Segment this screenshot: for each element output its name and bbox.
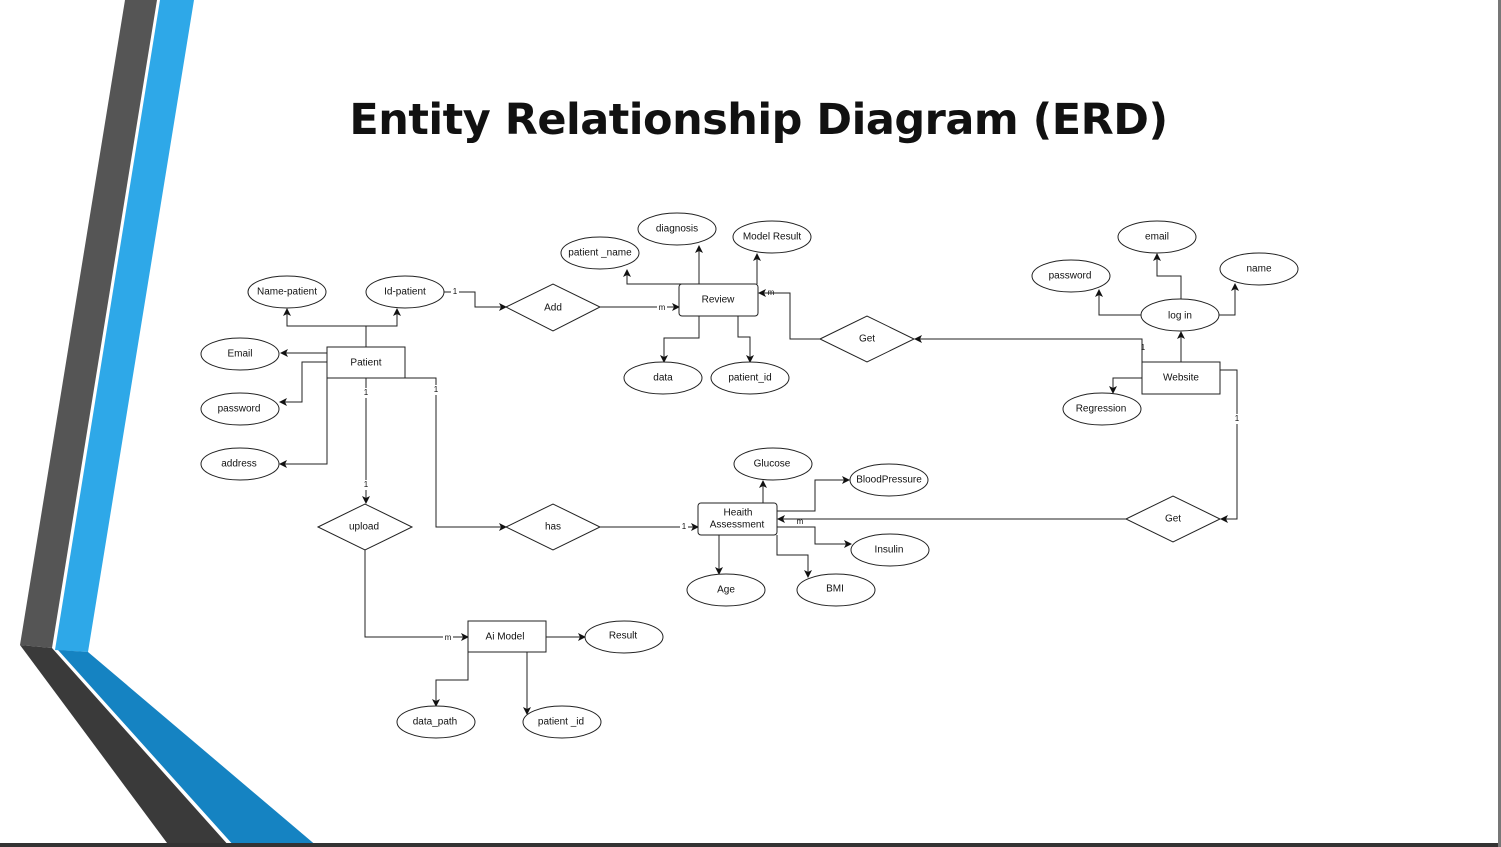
attribute-label: password — [1049, 271, 1092, 282]
entity-ai-model[interactable]: Ai Model — [467, 620, 547, 653]
attribute-label: data_path — [413, 717, 458, 728]
slide-title: Entity Relationship Diagram (ERD) — [349, 95, 1168, 145]
dark-gray-stripe — [20, 0, 157, 648]
attribute-label: diagnosis — [656, 224, 698, 235]
relationship-has[interactable]: has — [504, 503, 602, 551]
attribute-label: Insulin — [875, 545, 904, 556]
attribute-insulin[interactable]: Insulin — [850, 533, 930, 567]
attribute-label: BloodPressure — [856, 475, 922, 486]
relationship-get-health[interactable]: Get — [1124, 495, 1222, 543]
cardinality-label: m — [768, 288, 775, 297]
attribute-email[interactable]: Email — [200, 337, 280, 371]
cardinality-label: m — [659, 303, 666, 312]
attribute-label: name — [1246, 264, 1271, 275]
cardinality-label: m — [445, 633, 452, 642]
attribute-web-name[interactable]: name — [1219, 252, 1299, 286]
entity-label: Review — [702, 295, 736, 306]
right-border — [1498, 0, 1501, 847]
attribute-label: Id-patient — [384, 287, 426, 298]
attribute-label: Model Result — [743, 232, 802, 243]
attribute-bmi[interactable]: BMI — [796, 573, 876, 607]
attribute-log-in[interactable]: log in — [1140, 298, 1220, 332]
relationship-label: Get — [1165, 514, 1181, 525]
relationship-label: Get — [859, 334, 875, 345]
cardinality-label: 1 — [1141, 343, 1146, 352]
attribute-label: password — [218, 404, 261, 415]
attribute-name-patient[interactable]: Name-patient — [247, 275, 327, 309]
entity-review[interactable]: Review — [678, 283, 759, 317]
cardinality-label: 1 — [364, 388, 369, 397]
attribute-result[interactable]: Result — [584, 620, 664, 654]
entity-label: Website — [1163, 373, 1199, 384]
connectors — [279, 245, 1239, 715]
entity-patient[interactable]: Patient — [326, 346, 406, 379]
attribute-review-patient-id[interactable]: patient_id — [710, 361, 790, 395]
blue-bottom-wedge — [58, 650, 318, 847]
entity-website[interactable]: Website — [1141, 361, 1221, 395]
relationship-label: has — [545, 522, 561, 533]
attribute-label: patient_id — [728, 373, 771, 384]
cardinality-label: 1 — [453, 287, 458, 296]
attribute-id-patient[interactable]: Id-patient — [365, 275, 445, 309]
relationship-upload[interactable]: upload — [316, 503, 414, 551]
entity-label: Heaith — [724, 508, 753, 519]
attribute-label: Email — [227, 349, 252, 360]
blue-stripe — [55, 0, 194, 652]
entity-label: Patient — [350, 358, 381, 369]
attribute-password[interactable]: password — [200, 392, 280, 426]
attribute-blood-pressure[interactable]: BloodPressure — [849, 463, 929, 497]
attribute-label: data — [653, 373, 673, 384]
relationship-add[interactable]: Add — [504, 283, 602, 332]
cardinality-label: 1 — [434, 385, 439, 394]
attribute-model-result[interactable]: Model Result — [732, 220, 812, 254]
cardinality-label: m — [797, 517, 804, 526]
attribute-review-data[interactable]: data — [623, 361, 703, 395]
attribute-web-email[interactable]: email — [1117, 220, 1197, 254]
attribute-label: BMI — [826, 584, 844, 595]
attribute-address[interactable]: address — [200, 447, 280, 481]
relationship-label: Add — [544, 303, 562, 314]
attribute-label: Name-patient — [257, 287, 317, 298]
attribute-label: Age — [717, 585, 735, 596]
attribute-label: Regression — [1076, 404, 1127, 415]
dark-bottom-wedge — [20, 645, 230, 847]
attribute-label: email — [1145, 232, 1169, 243]
attribute-label: log in — [1168, 311, 1192, 322]
attribute-regression[interactable]: Regression — [1062, 392, 1142, 426]
attribute-label: address — [221, 459, 257, 470]
attribute-label: patient _id — [538, 717, 584, 728]
attribute-label: Glucose — [754, 459, 791, 470]
attribute-diagnosis[interactable]: diagnosis — [637, 212, 717, 246]
bottom-border — [0, 843, 1501, 847]
attribute-glucose[interactable]: Glucose — [733, 447, 813, 481]
attribute-label: Result — [609, 631, 638, 642]
cardinality-labels: 1 m m 1 1 1 1 1 1 m m — [362, 287, 1241, 642]
attribute-web-password[interactable]: password — [1031, 259, 1111, 293]
cardinality-label: 1 — [682, 522, 687, 531]
entity-label: Assessment — [710, 520, 765, 531]
attribute-age[interactable]: Age — [686, 573, 766, 607]
attribute-label: patient _name — [568, 248, 632, 259]
attribute-review-patient-name[interactable]: patient _name — [560, 236, 640, 270]
cardinality-label: 1 — [1235, 414, 1240, 423]
entity-label: Ai Model — [486, 632, 525, 643]
attribute-data-path[interactable]: data_path — [396, 705, 476, 739]
relationship-get-review[interactable]: Get — [818, 315, 916, 363]
attribute-ai-patient-id[interactable]: patient _id — [522, 705, 602, 739]
cardinality-label: 1 — [364, 480, 369, 489]
relationship-label: upload — [349, 522, 379, 533]
